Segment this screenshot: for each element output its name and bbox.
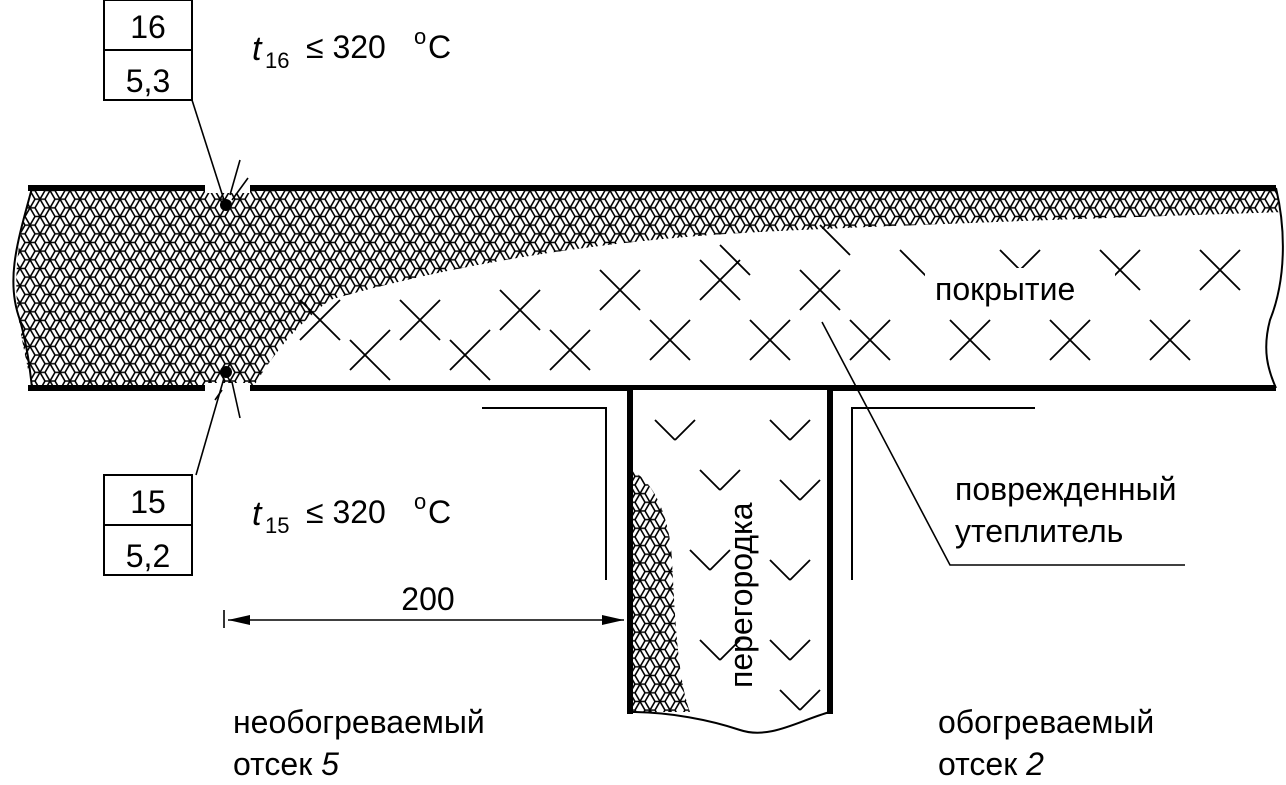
sensor-box-16: 16 5,3 <box>103 0 193 101</box>
svg-text:≤ 320: ≤ 320 <box>306 29 386 65</box>
svg-text:16: 16 <box>265 48 289 73</box>
dimension-value: 200 <box>401 581 454 617</box>
temp-label-15: t 15 ≤ 320 o C <box>252 489 451 538</box>
sensor-value-16: 5,3 <box>126 63 170 99</box>
svg-text:C: C <box>428 29 451 65</box>
svg-text:t: t <box>252 30 263 68</box>
sensor-number-15: 15 <box>130 484 166 520</box>
sensor-value-15: 5,2 <box>126 538 170 574</box>
svg-text:C: C <box>428 494 451 530</box>
unheated-label-line1: необогреваемый <box>233 704 485 740</box>
svg-text:o: o <box>414 24 426 49</box>
temp-label-16: t 16 ≤ 320 o C <box>252 24 451 73</box>
svg-text:≤ 320: ≤ 320 <box>306 494 386 530</box>
roof-label: покрытие <box>935 271 1075 307</box>
unheated-label-line2: отсек 5 <box>233 746 339 782</box>
heated-label-line1: обогреваемый <box>938 704 1154 740</box>
damaged-insulation-hatch <box>299 224 1241 381</box>
svg-text:t: t <box>252 495 263 533</box>
dimension-200: 200 <box>223 581 624 628</box>
partition-wall <box>627 390 833 734</box>
leader-16 <box>191 99 225 201</box>
damaged-label-line2: утеплитель <box>955 513 1123 549</box>
partition-label: перегородка <box>723 502 759 688</box>
damaged-leader <box>821 321 1185 566</box>
svg-text:15: 15 <box>265 513 289 538</box>
leader-15 <box>195 377 225 476</box>
svg-text:o: o <box>414 489 426 514</box>
sensor-box-15: 15 5,2 <box>103 474 193 576</box>
sensor-number-16: 16 <box>130 9 166 45</box>
sensor-point-16 <box>220 159 249 211</box>
compartment-outline <box>482 407 1035 580</box>
damaged-label-line1: поврежденный <box>955 471 1176 507</box>
heated-label-line2: отсек 2 <box>938 746 1044 782</box>
